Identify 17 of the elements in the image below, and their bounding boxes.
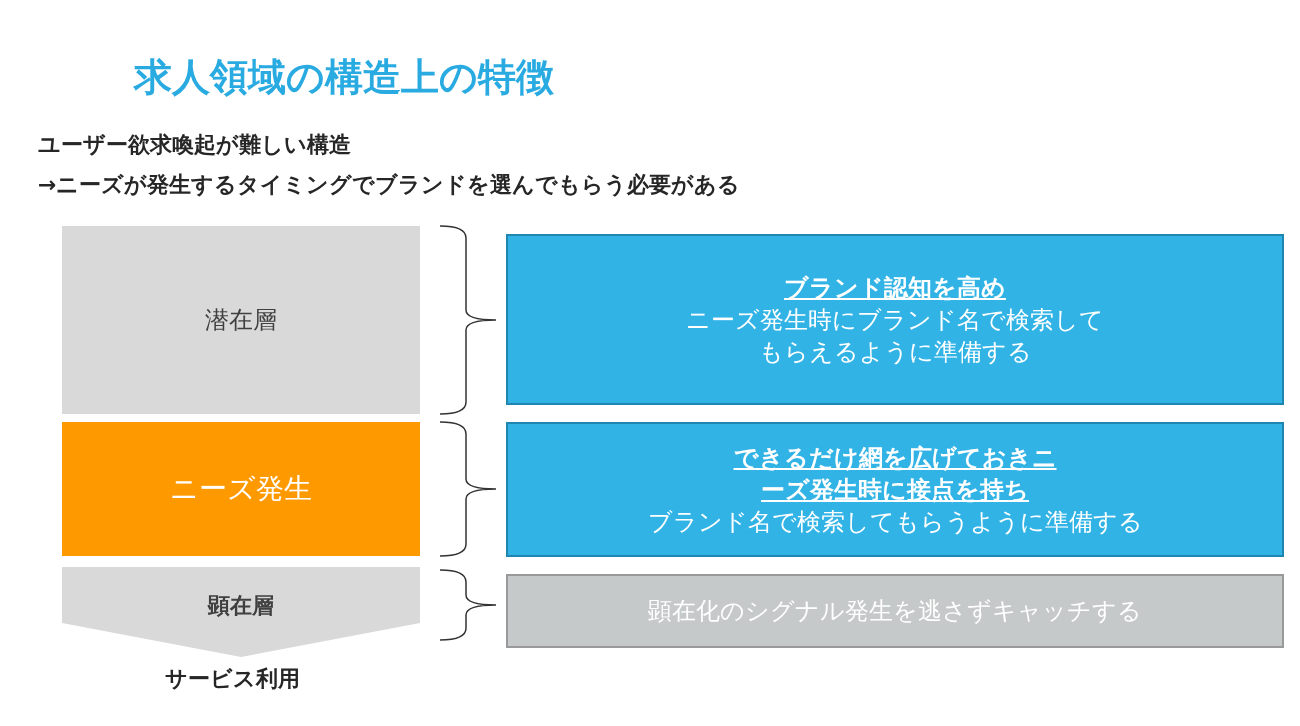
node-text: 顕在化のシグナル発生を逃さずキャッチする xyxy=(648,596,1142,627)
layer-box xyxy=(62,422,420,556)
subtitle-text: →ニーズが発生するタイミングでブランドを選んでもらう必要がある xyxy=(38,171,741,199)
outcome-label: サービス利用 xyxy=(165,665,300,693)
subtitle-text: ユーザー欲求喚起が難しい構造 xyxy=(38,131,351,159)
strategy-box xyxy=(506,234,1284,405)
node-text: ニーズ発生 xyxy=(170,471,312,507)
strategy-box xyxy=(506,422,1284,557)
heading-text: ブランド認知を高め xyxy=(784,272,1006,304)
node-text: ニーズ発生時にブランド名で検索してもらえるように準備する xyxy=(685,304,1105,368)
slide-title: 求人領域の構造上の特徴 xyxy=(134,54,554,101)
node-text: 潜在層 xyxy=(205,305,277,336)
heading-text: できるだけ網を広げておきニーズ発生時に接点を持ち xyxy=(732,442,1058,506)
node-text: ブランド名で検索してもらうように準備する xyxy=(647,506,1143,538)
strategy-box xyxy=(506,574,1284,648)
layer-box xyxy=(62,226,420,414)
node-text: 顕在層 xyxy=(208,592,274,620)
